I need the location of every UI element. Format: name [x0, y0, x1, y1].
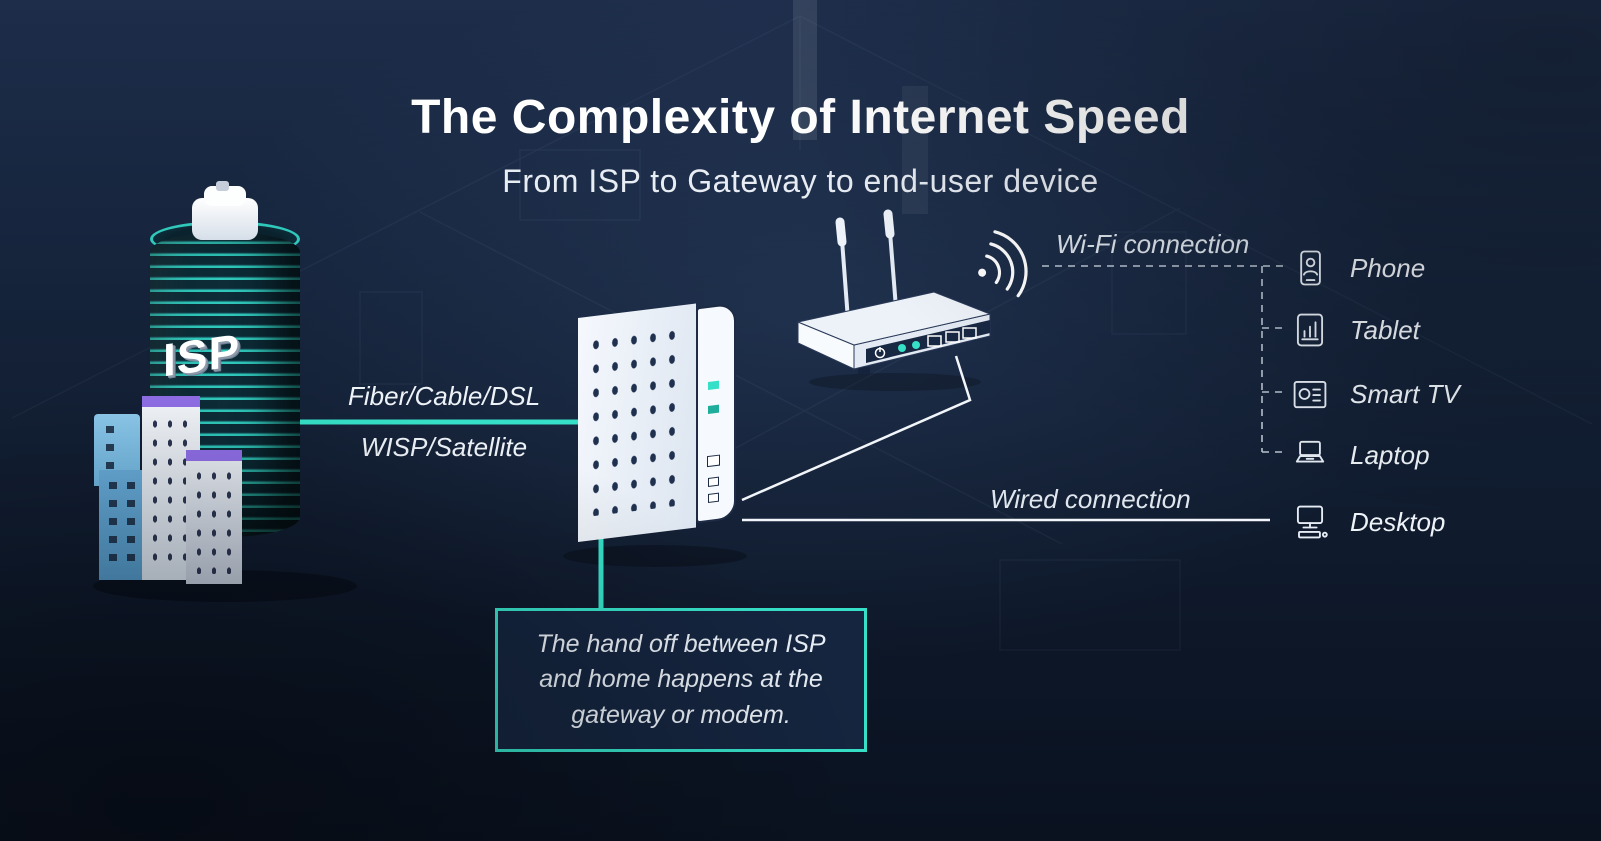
- modem-port-2: [708, 476, 719, 488]
- callout-line-3: gateway or modem.: [571, 700, 791, 729]
- building-purple-cap: [186, 450, 242, 461]
- device-label-tablet: Tablet: [1350, 314, 1420, 345]
- smart-tv-icon: [1288, 372, 1332, 416]
- router-modem-cable: [741, 355, 972, 502]
- wifi-connection-dashed-line: [1042, 265, 1284, 453]
- modem-port-3: [708, 492, 719, 504]
- wifi-connection-label: Wi-Fi connection: [1056, 229, 1250, 259]
- modem-side-panel: [696, 302, 736, 524]
- desktop-icon: [1288, 500, 1332, 544]
- isp-tower-cap-top: [204, 186, 246, 206]
- wall-highlights: [793, 0, 928, 214]
- router-antennas: [835, 209, 898, 322]
- wired-connection-label: Wired connection: [990, 484, 1191, 514]
- callout-box: The hand off between ISP and home happen…: [495, 608, 867, 752]
- modem-led-1: [708, 380, 719, 391]
- laptop-icon: [1288, 433, 1332, 477]
- device-label-desktop: Desktop: [1350, 506, 1446, 537]
- device-label-phone: Phone: [1350, 252, 1426, 283]
- isp-link-label-top: Fiber/Cable/DSL: [348, 381, 541, 411]
- page-subtitle: From ISP to Gateway to end-user device: [502, 162, 1099, 199]
- tablet-icon: [1288, 308, 1332, 352]
- router-panel-details: [874, 327, 977, 359]
- callout-line-1: The hand off between ISP: [536, 629, 826, 658]
- device-row-tablet: Tablet: [1288, 304, 1420, 356]
- modem-gateway: [578, 299, 736, 542]
- modem-port-1: [707, 454, 720, 468]
- modem-vent-holes: [590, 327, 682, 517]
- wifi-signal-icon: [978, 230, 1028, 298]
- building-blue-tall: [99, 470, 146, 580]
- modem-front-panel: [578, 303, 696, 542]
- page-title: The Complexity of Internet Speed: [411, 91, 1190, 145]
- isp-link-label-bottom: WISP/Satellite: [360, 432, 528, 462]
- device-row-smart-tv: Smart TV: [1288, 368, 1460, 420]
- building-purple-cap: [142, 396, 200, 407]
- building-white-right: [186, 450, 242, 584]
- floorplan-background: [11, 15, 1593, 651]
- callout-line-2: and home happens at the: [539, 665, 823, 694]
- device-row-laptop: Laptop: [1288, 429, 1430, 481]
- isp-label: ISP: [163, 323, 241, 387]
- device-row-desktop: Desktop: [1288, 496, 1445, 548]
- device-row-phone: Phone: [1288, 242, 1425, 294]
- isp-tower-cap-nub: [216, 181, 229, 191]
- device-label-smart-tv: Smart TV: [1350, 378, 1460, 409]
- device-label-laptop: Laptop: [1350, 439, 1430, 470]
- wifi-router: [796, 209, 992, 374]
- phone-icon: [1288, 246, 1332, 290]
- modem-led-2: [708, 404, 719, 415]
